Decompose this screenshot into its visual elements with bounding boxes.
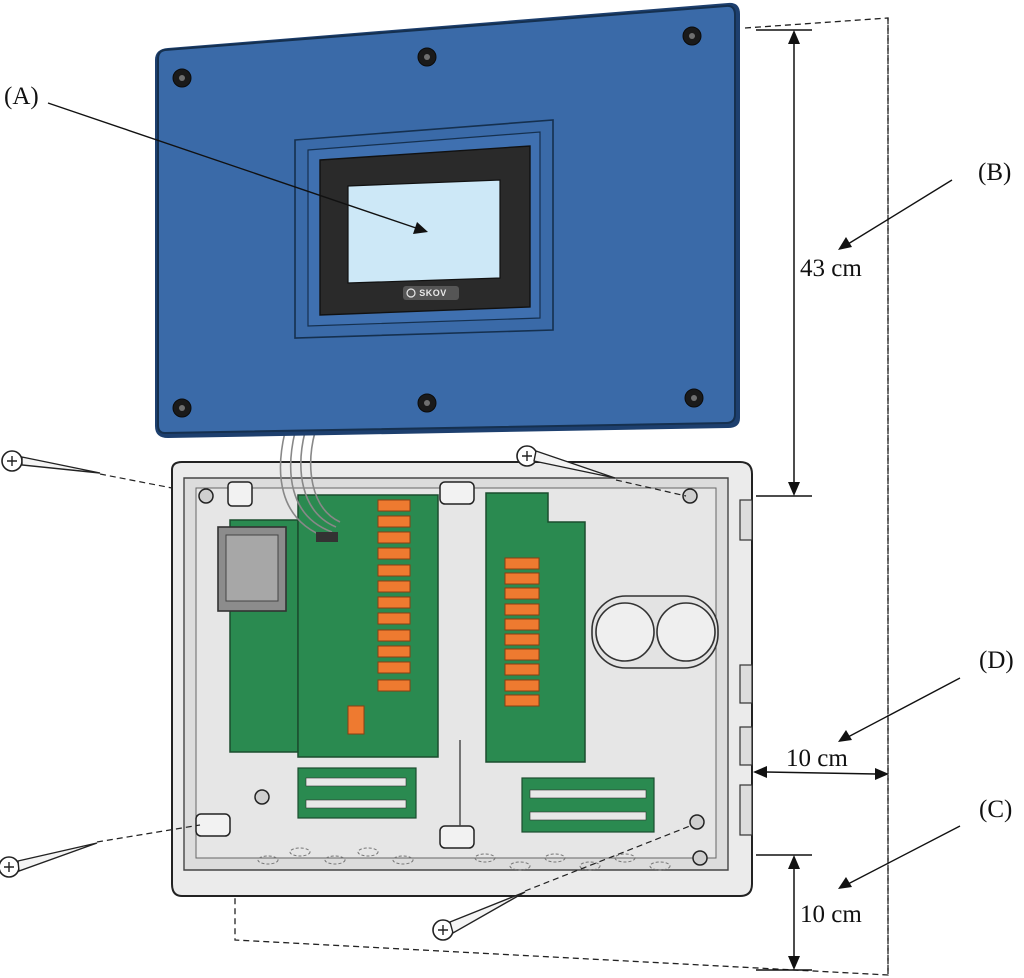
skov-logo-icon <box>403 286 459 300</box>
bottom-clearance-label: 10 cm <box>798 901 864 928</box>
ribbon-connector <box>316 532 338 542</box>
side-clearance-label: 10 cm <box>784 745 850 772</box>
main-controller-board <box>297 494 439 758</box>
clearance-outline <box>234 17 889 976</box>
terminal-block-right <box>521 777 655 833</box>
screw-icon <box>432 825 691 941</box>
power-supply-board <box>217 519 299 753</box>
callout-label-c: (C) <box>979 796 1013 823</box>
callout-leaders <box>47 102 961 889</box>
callout-label-b: (B) <box>978 159 1012 186</box>
height-dimension-label: 43 cm <box>798 255 864 282</box>
screw-icon <box>516 445 687 497</box>
terminal-block-left <box>297 767 417 819</box>
screw-icon <box>0 824 201 878</box>
dimension-bottom <box>756 854 812 971</box>
brand-text: SKOV <box>419 288 447 298</box>
screw-icon <box>1 450 173 489</box>
dimension-side <box>753 766 889 780</box>
callout-label-d: (D) <box>979 647 1014 674</box>
relay-board <box>485 492 586 763</box>
dimension-height <box>756 29 812 497</box>
ribbon-cable <box>279 431 341 539</box>
callout-label-a: (A) <box>4 83 39 110</box>
